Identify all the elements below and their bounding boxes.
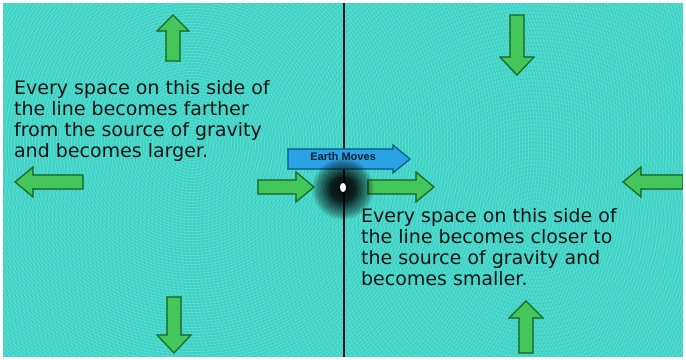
caption-line: and becomes larger. [14, 140, 208, 162]
arrow-down-icon [499, 14, 535, 76]
mass-center [340, 183, 346, 192]
arrow-left-icon [622, 166, 684, 198]
caption-line: the line becomes closer to [361, 226, 613, 248]
earth-moves-label: Earth Moves [310, 151, 376, 163]
caption-line: becomes smaller. [361, 268, 528, 290]
caption-right: Every space on this side of the line bec… [361, 206, 617, 290]
arrow-left-icon [14, 166, 84, 198]
caption-left: Every space on this side of the line bec… [14, 78, 270, 162]
arrow-right-icon [257, 171, 315, 203]
caption-line: Every space on this side of [14, 77, 270, 99]
caption-line: from the source of gravity [14, 119, 262, 141]
arrow-up-icon [156, 14, 190, 62]
arrow-up-icon [508, 300, 544, 354]
caption-line: the line becomes farther [14, 98, 249, 120]
arrow-down-icon [156, 296, 192, 354]
arrow-right-icon [367, 171, 435, 203]
caption-line: Every space on this side of [361, 205, 617, 227]
caption-line: the source of gravity and [361, 247, 601, 269]
